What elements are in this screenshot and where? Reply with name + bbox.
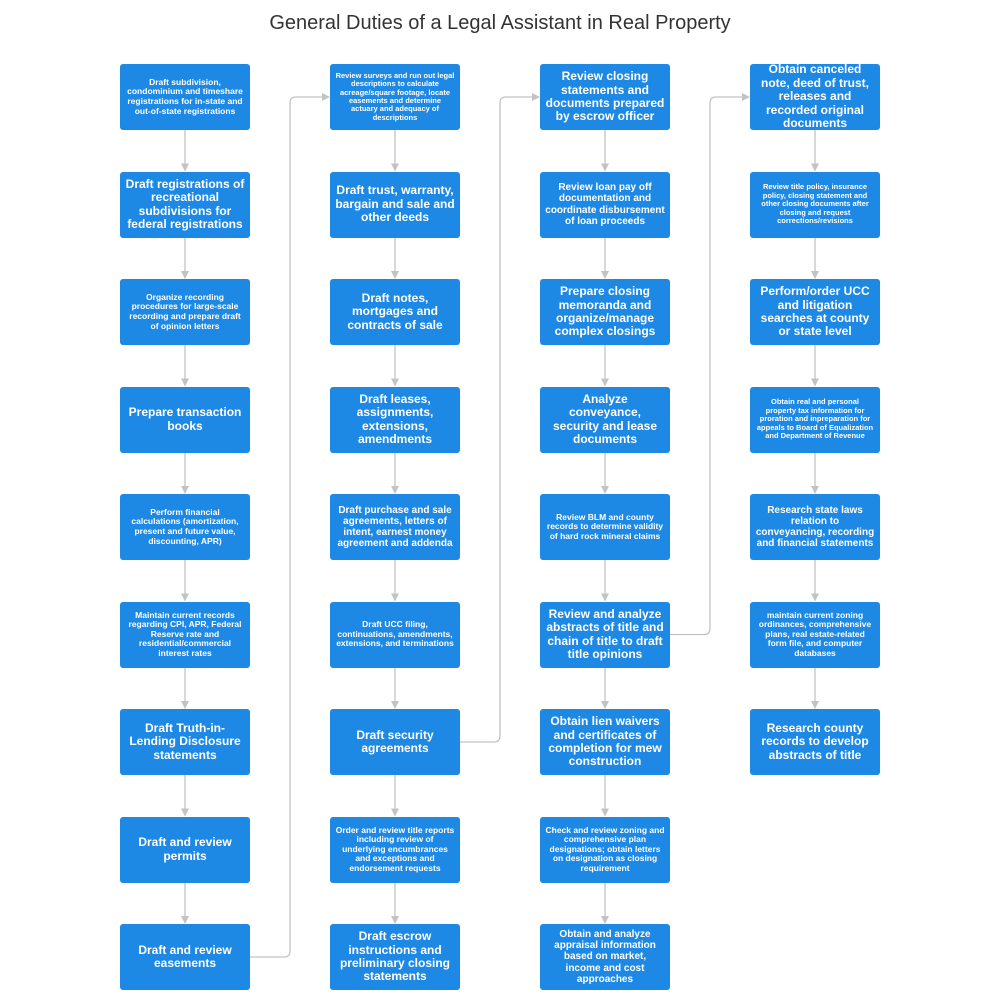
flow-node-label: Draft registrations of recreational subd… [125,176,245,231]
flow-node: Draft and review permits [120,816,250,883]
flow-node: Organize recording procedures for large-… [120,279,250,345]
flow-node: Draft registrations of recreational subd… [120,171,250,238]
flow-node-label: Review BLM and county records to determi… [546,511,664,541]
flow-node: Review title policy, insurance policy, c… [750,171,880,238]
flow-node-label: Analyze conveyance, security and lease d… [552,391,658,446]
flow-node: Obtain lien waivers and certificates of … [540,709,670,775]
flow-node-label: Review loan pay off documentation and co… [545,182,665,227]
flow-node: Review and analyze abstracts of title an… [540,601,670,668]
flow-node-label: Check and review zoning and comprehensiv… [545,824,665,873]
flow-node: Draft and review easements [120,924,250,990]
flow-node-label: Order and review title reports including… [335,824,455,873]
flow-node-label: Draft security agreements [356,727,434,755]
flow-node-label: Draft UCC filing, continuations, amendme… [336,619,454,649]
flow-node: Review loan pay off documentation and co… [540,171,670,238]
diagram-title: General Duties of a Legal Assistant in R… [269,12,731,34]
flow-node: Prepare closing memoranda and organize/m… [540,279,670,345]
flow-node: Perform/order UCC and litigation searche… [750,279,880,345]
flow-node-label: Perform financial calculations (amortiza… [131,506,239,546]
flow-node: Review closing statements and documents … [540,64,670,130]
flow-node: Review BLM and county records to determi… [540,494,670,560]
flow-node: Obtain and analyze appraisal information… [540,924,670,990]
flow-node: Draft subdivision, condominium and times… [120,64,250,130]
flow-node: Analyze conveyance, security and lease d… [540,386,670,453]
flow-node: Draft security agreements [330,709,460,775]
flow-node: Draft Truth-in-Lending Disclosure statem… [120,709,250,775]
flow-node: Review surveys and run out legal descrip… [330,64,460,130]
flow-node-label: Prepare transaction books [128,405,242,433]
flow-node-label: Draft trust, warranty, bargain and sale … [335,183,455,225]
flow-node-label: Obtain lien waivers and certificates of … [548,714,662,769]
flow-node-label: Obtain canceled note, deed of trust, rel… [761,62,869,131]
flow-node-label: Review and analyze abstracts of title an… [546,606,664,661]
flow-node-label: Draft escrow instructions and preliminar… [339,929,451,984]
flow-node-label: Research county records to develop abstr… [761,720,869,762]
flow-node-label: Organize recording procedures for large-… [129,291,241,331]
flow-node-label: Perform/order UCC and litigation searche… [760,284,870,339]
flow-node: Draft notes, mortgages and contracts of … [330,279,460,345]
flow-node-label: Prepare closing memoranda and organize/m… [554,284,656,339]
flow-node-label: Draft leases, assignments, extensions, a… [356,391,434,446]
flow-node-label: Draft notes, mortgages and contracts of … [347,290,443,332]
flow-node: Draft escrow instructions and preliminar… [330,924,460,990]
flow-node: Draft leases, assignments, extensions, a… [330,386,460,453]
cross-column-connector [670,93,750,636]
cross-column-connector [250,93,330,958]
flow-node-label: Research state laws relation to conveyan… [755,504,875,550]
flow-node-label: Draft Truth-in-Lending Disclosure statem… [129,720,241,762]
flow-node-label: maintain current zoning ordinances, comp… [758,609,872,658]
flow-node: Order and review title reports including… [330,816,460,883]
flow-node: Check and review zoning and comprehensiv… [540,816,670,883]
flow-node: Prepare transaction books [120,386,250,453]
flow-node-label: Draft purchase and sale agreements, lett… [337,504,453,550]
flow-node-label: Obtain real and personal property tax in… [756,397,874,441]
cross-column-connector [460,93,540,743]
flow-node-label: Draft and review easements [138,942,232,970]
flow-node: Draft trust, warranty, bargain and sale … [330,171,460,238]
flow-node: Maintain current records regarding CPI, … [120,601,250,668]
flow-node-label: Obtain and analyze appraisal information… [554,929,656,985]
flow-node: Research state laws relation to conveyan… [750,494,880,560]
flow-node: Draft UCC filing, continuations, amendme… [330,601,460,668]
flow-node-label: Maintain current records regarding CPI, … [128,609,242,658]
flow-node: Obtain canceled note, deed of trust, rel… [750,62,880,131]
flow-node-label: Draft and review permits [138,835,232,863]
flow-node-label: Review surveys and run out legal descrip… [335,70,455,122]
flow-node: Obtain real and personal property tax in… [750,386,880,453]
flow-node: maintain current zoning ordinances, comp… [750,601,880,668]
flow-node: Research county records to develop abstr… [750,709,880,775]
flow-node-label: Draft subdivision, condominium and times… [127,76,243,116]
flow-node: Perform financial calculations (amortiza… [120,494,250,560]
flow-node-label: Review title policy, insurance policy, c… [761,182,869,226]
flow-node-label: Review closing statements and documents … [545,69,665,124]
flow-node: Draft purchase and sale agreements, lett… [330,494,460,560]
